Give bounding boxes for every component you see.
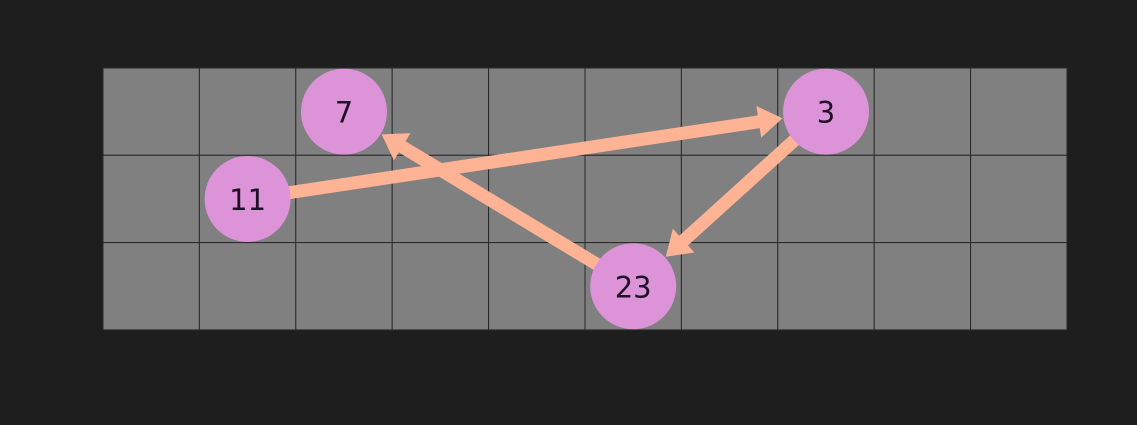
grid-cell [777,154,875,244]
edge-n3-to-n23 [665,133,802,257]
grid-cell [102,154,200,244]
node-label: 3 [817,96,835,130]
arrowhead [665,228,695,257]
grid-cell [584,154,682,244]
node-23: 23 [590,243,677,330]
node-circle [301,68,387,155]
arrowhead [381,133,411,161]
grid-cell [391,67,490,156]
edge-n23-to-n7 [381,133,604,272]
grid-cell [295,154,393,244]
grid-cell [488,67,586,156]
edges [285,105,802,272]
grid-cell [102,67,200,156]
edge-line [677,133,802,247]
grid-cell [873,67,972,156]
edge-line [285,115,762,200]
node-label: 11 [229,183,266,217]
node-circle [204,155,291,242]
node-11: 11 [204,155,291,242]
arrowhead [756,105,783,138]
grid-cell [970,67,1068,156]
nodes: 7 3 11 23 [204,68,869,330]
grid-cell [873,242,972,331]
node-label: 23 [615,270,652,304]
grid-cell [198,242,297,331]
grid-cell [102,242,200,331]
grid-cell [970,242,1068,331]
grid-cell [680,242,779,331]
grid-cell [873,154,972,244]
grid-cell [488,242,586,331]
node-circle [783,68,869,155]
node-circle [590,243,677,330]
grid-cell [391,242,490,331]
edge-line [397,140,604,272]
grid-cell [295,242,393,331]
grid-cell [198,67,297,156]
grid-cell [777,242,875,331]
edge-n11-to-n3 [285,105,783,200]
node-3: 3 [783,68,869,155]
node-label: 7 [335,96,353,130]
node-7: 7 [301,68,387,155]
grid-cell [970,154,1068,244]
